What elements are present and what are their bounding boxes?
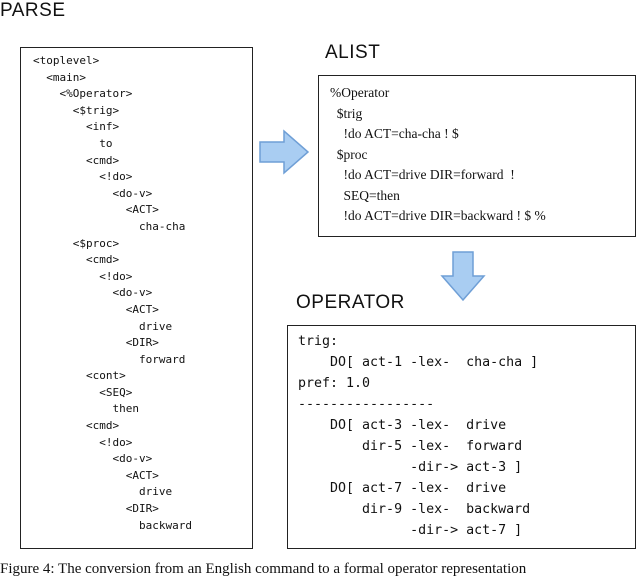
- code-line: <cmd>: [33, 153, 120, 167]
- code-line: %Operator: [330, 85, 390, 100]
- code-line: -dir-> act-3 ]: [298, 460, 523, 475]
- code-line: dir-9 -lex- backward: [298, 502, 531, 517]
- code-line: DO[ act-3 -lex- drive: [298, 418, 507, 433]
- code-line: dir-5 -lex- forward: [298, 439, 523, 454]
- code-line: <ACT>: [33, 203, 159, 217]
- code-line: trig:: [298, 334, 339, 349]
- code-line: forward: [33, 352, 186, 366]
- code-line: <!do>: [33, 269, 133, 283]
- code-line: <DIR>: [33, 336, 159, 350]
- code-line: <main>: [33, 70, 86, 84]
- code-line: $trig: [330, 105, 363, 121]
- code-line: DO[ act-1 -lex- cha-cha ]: [298, 355, 539, 370]
- code-line: pref: 1.0: [298, 376, 371, 391]
- code-line: <ACT>: [33, 468, 159, 482]
- code-line: <!do>: [33, 170, 133, 184]
- code-line: cha-cha: [33, 219, 186, 233]
- operator-listing: trig: DO[ act-1 -lex- cha-cha ] pref: 1.0…: [298, 331, 538, 541]
- parse-tree: <toplevel> <main> <%Operator> <$trig> <i…: [33, 53, 192, 534]
- code-line: <$trig>: [33, 103, 120, 117]
- code-line: <$proc>: [33, 236, 120, 250]
- code-line: !do ACT=cha-cha ! $: [330, 126, 459, 141]
- code-line: <do-v>: [33, 186, 153, 200]
- code-line: <!do>: [33, 435, 133, 449]
- code-line: <cont>: [33, 369, 126, 383]
- operator-box: trig: DO[ act-1 -lex- cha-cha ] pref: 1.0…: [287, 325, 636, 549]
- code-line: drive: [33, 319, 173, 333]
- code-line: SEQ=then: [330, 187, 400, 203]
- code-line: <do-v>: [33, 286, 153, 300]
- operator-title: OPERATOR: [296, 292, 405, 313]
- code-line: to: [33, 136, 113, 150]
- down-arrow-shape: [440, 251, 486, 302]
- code-line: <cmd>: [33, 253, 120, 267]
- code-line: <inf>: [33, 120, 120, 134]
- code-line: <cmd>: [33, 419, 120, 433]
- parse-title: PARSE: [0, 0, 66, 21]
- code-line: $proc: [330, 146, 368, 162]
- alist-box: %Operator $trig !do ACT=cha-cha ! $ $pro…: [318, 75, 636, 237]
- code-line: -----------------: [298, 397, 435, 412]
- code-line: -dir-> act-7 ]: [298, 523, 523, 538]
- code-line: backward: [33, 518, 192, 532]
- code-line: drive: [33, 485, 173, 499]
- right-arrow-shape: [259, 129, 310, 175]
- figure-caption: Figure 4: The conversion from an English…: [0, 561, 527, 577]
- alist-title: ALIST: [325, 42, 381, 63]
- parse-box: <toplevel> <main> <%Operator> <$trig> <i…: [20, 47, 253, 549]
- code-line: !do ACT=drive DIR=backward ! $ %: [330, 208, 546, 223]
- code-line: <toplevel>: [33, 54, 100, 67]
- code-line: <SEQ>: [33, 385, 133, 399]
- code-line: then: [33, 402, 139, 416]
- code-line: <do-v>: [33, 452, 153, 466]
- code-line: <DIR>: [33, 502, 159, 516]
- right-arrow-icon: [259, 129, 310, 175]
- code-line: DO[ act-7 -lex- drive: [298, 481, 507, 496]
- code-line: <ACT>: [33, 302, 159, 316]
- down-arrow-icon: [440, 251, 486, 302]
- code-line: <%Operator>: [33, 87, 133, 101]
- code-line: !do ACT=drive DIR=forward !: [330, 167, 515, 182]
- alist-listing: %Operator $trig !do ACT=cha-cha ! $ $pro…: [330, 83, 546, 227]
